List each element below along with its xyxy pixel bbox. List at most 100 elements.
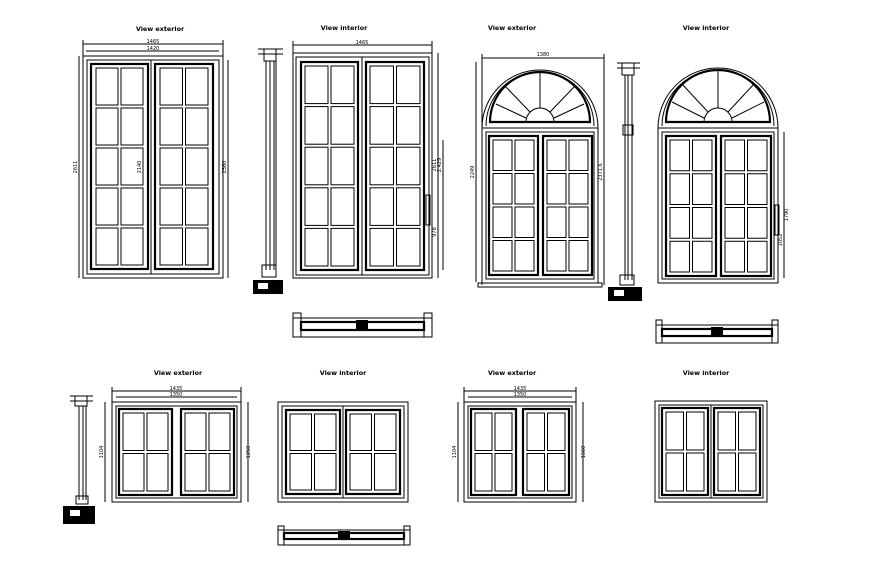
glass-pane xyxy=(546,206,567,238)
glass-pane xyxy=(159,187,183,226)
glass-pane xyxy=(95,107,119,146)
muntin-grid xyxy=(526,412,566,492)
glass-pane xyxy=(330,227,355,267)
glass-pane xyxy=(724,240,745,273)
glass-pane xyxy=(289,453,312,491)
dimension-label: 1465 xyxy=(356,40,369,46)
glass-pane xyxy=(692,173,713,205)
glass-pane xyxy=(686,411,705,451)
glass-pane xyxy=(349,453,372,491)
dimension-label: 2140 xyxy=(137,161,143,174)
dimension-label: 2.429 xyxy=(437,158,443,172)
glass-pane xyxy=(330,146,355,186)
glass-pane xyxy=(120,187,144,226)
glass-pane xyxy=(120,227,144,266)
glass-pane xyxy=(314,413,337,451)
glass-pane xyxy=(349,413,372,451)
dimension-label: 2249 xyxy=(470,166,476,179)
dimension-label: 1250 xyxy=(246,446,252,459)
window-interior-short-2 xyxy=(654,400,768,503)
glass-pane xyxy=(304,187,329,226)
glass-pane xyxy=(669,139,690,172)
dimension-label: 1435 xyxy=(514,386,527,392)
glass-pane xyxy=(474,412,493,451)
glass-pane xyxy=(159,107,183,146)
glass-pane xyxy=(120,107,144,146)
glass-pane xyxy=(546,139,567,171)
glass-pane xyxy=(120,147,144,186)
glass-pane xyxy=(304,106,329,145)
glass-pane xyxy=(669,207,690,239)
glass-pane xyxy=(686,452,705,492)
glass-pane xyxy=(724,207,745,239)
dimension-label: 1380 xyxy=(537,52,550,58)
glass-pane xyxy=(374,413,397,451)
muntin-grid xyxy=(492,139,535,272)
glass-pane xyxy=(369,146,394,186)
glass-pane xyxy=(568,173,589,205)
glass-pane xyxy=(514,173,535,205)
dimension-label: 1350 xyxy=(514,392,527,398)
dimension-label: 2371.6 xyxy=(598,163,604,181)
dimension-label: 1104 xyxy=(99,446,105,459)
glass-pane xyxy=(546,240,567,272)
glass-pane xyxy=(492,240,513,272)
glass-pane xyxy=(547,412,566,451)
glass-pane xyxy=(494,453,513,492)
glass-pane xyxy=(692,240,713,273)
glass-pane xyxy=(568,206,589,238)
view-title: View exterior xyxy=(488,369,537,377)
window-exterior-short-2: 1435 1350 1104 1660 xyxy=(452,386,587,503)
glass-pane xyxy=(547,453,566,492)
dimension-label: 2611 xyxy=(432,159,438,172)
glass-pane xyxy=(95,67,119,106)
glass-pane xyxy=(494,412,513,451)
glass-pane xyxy=(492,173,513,205)
glass-pane xyxy=(669,240,690,273)
muntin-grid xyxy=(349,413,397,491)
glass-pane xyxy=(396,227,421,267)
dimension-label: 913 xyxy=(357,323,367,329)
glass-pane xyxy=(184,453,207,492)
muntin-grid xyxy=(546,139,589,272)
glass-pane xyxy=(738,411,757,451)
window-exterior-short-1: 1435 1350 1104 1250 xyxy=(99,386,252,503)
dimension-label: 1435 xyxy=(170,386,183,392)
glass-pane xyxy=(185,187,209,226)
dimension-label: 1420 xyxy=(147,46,160,52)
glass-pane xyxy=(185,107,209,146)
glass-pane xyxy=(159,147,183,186)
glass-pane xyxy=(396,187,421,226)
glass-pane xyxy=(185,227,209,266)
glass-pane xyxy=(526,453,545,492)
glass-pane xyxy=(514,240,535,272)
dimension-label: 1052 xyxy=(778,234,784,247)
glass-pane xyxy=(185,67,209,106)
glass-pane xyxy=(474,453,493,492)
glass-pane xyxy=(95,187,119,226)
muntin-grid xyxy=(369,65,421,267)
muntin-grid xyxy=(304,65,355,267)
glass-pane xyxy=(396,146,421,186)
view-title: View interior xyxy=(683,369,730,377)
glass-pane xyxy=(304,65,329,105)
muntin-grid xyxy=(474,412,513,492)
glass-pane xyxy=(159,67,183,106)
section-horizontal-3: 913 xyxy=(277,525,411,546)
window-exterior-arched: 1380 2249 2371.6 xyxy=(470,52,605,288)
glass-pane xyxy=(208,412,231,451)
window-exterior-1: 1465 1420 2611 2560 2140 xyxy=(73,39,229,279)
muntin-grid xyxy=(184,412,231,492)
glass-pane xyxy=(568,139,589,171)
glass-pane xyxy=(747,240,768,273)
window-interior-short-1 xyxy=(277,401,409,503)
dimension-label: 978 xyxy=(432,227,438,237)
section-vertical-1 xyxy=(253,48,283,294)
glass-pane xyxy=(185,147,209,186)
glass-pane xyxy=(330,106,355,145)
glass-pane xyxy=(369,187,394,226)
dimension-label: 1660 xyxy=(581,446,587,459)
muntin-grid xyxy=(724,139,768,273)
glass-pane xyxy=(208,453,231,492)
glass-pane xyxy=(396,65,421,105)
